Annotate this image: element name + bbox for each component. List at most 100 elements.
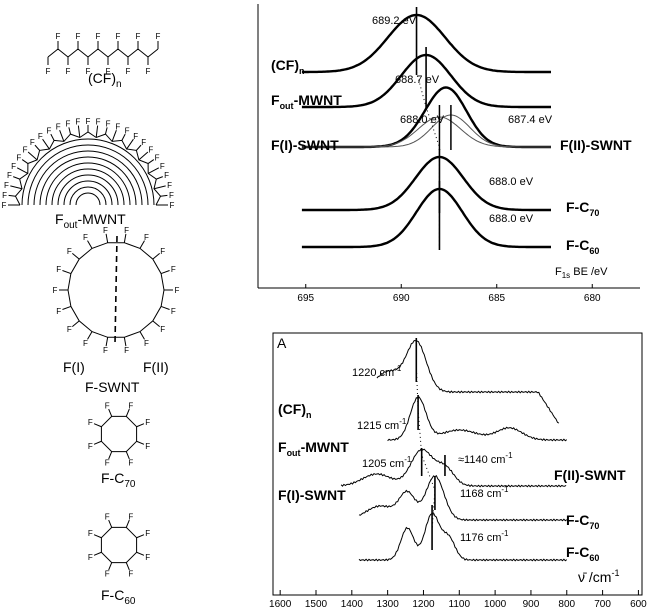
fluorine-atom-label: F (88, 442, 93, 451)
mwnt-cf-bond (34, 144, 40, 151)
ir-x-tick-label: 1500 (305, 599, 328, 610)
ir-x-tick-label: 1600 (269, 599, 292, 610)
ir-peak-label-1215: 1215 cm-1 (357, 417, 407, 432)
mwnt-label: Fout-MWNT (55, 211, 126, 231)
fluorine-atom-label: F (76, 32, 81, 41)
xps-series-label-cf: (CF)n (271, 57, 305, 76)
swnt-cf-bond (62, 270, 72, 275)
fluorine-atom-label: F (169, 191, 174, 200)
xps-curve-c60 (301, 187, 551, 249)
mwnt-wall-arc (51, 168, 125, 206)
fluorine-atom-label: F (11, 162, 16, 171)
ir-panel-label: A (277, 335, 287, 351)
mwnt-cf-bond (147, 159, 155, 164)
xps-component-fii (301, 114, 551, 148)
xps-x-tick-label: 680 (584, 293, 601, 304)
ir-x-tick-label: 1300 (377, 599, 400, 610)
mwnt-cf-bond (121, 133, 126, 141)
xps-peak-label-mwnt: 688.7 eV (395, 74, 440, 86)
swnt-cf-bond (87, 331, 93, 340)
fluorine-atom-label: F (116, 32, 121, 41)
ir-curve-cf (376, 339, 560, 424)
fluorine-atom-label: F (4, 181, 9, 190)
fluorine-atom-label: F (66, 67, 71, 76)
fluorine-atom-label: F (156, 32, 161, 41)
mwnt-cf-bond (160, 194, 168, 197)
xps-x-tick-label: 685 (488, 293, 505, 304)
swnt-fii-label: F(II) (143, 359, 169, 375)
xps-peak-label-fii-swnt: 687.4 eV (508, 114, 553, 126)
fluorine-atom-label: F (38, 132, 43, 141)
mwnt-wall-arc (27, 144, 149, 206)
ir-x-tick-label: 700 (594, 599, 611, 610)
fluorine-atom-label: F (46, 67, 51, 76)
xps-peak-label-c70: 688.0 eV (489, 176, 534, 188)
c70-cf-bond (125, 408, 130, 417)
fluorine-atom-label: F (56, 122, 61, 131)
c60-cf-bond (125, 519, 130, 528)
fluorine-atom-label: F (56, 32, 61, 41)
fluorine-atom-label: F (126, 67, 131, 76)
mwnt-cf-bond (138, 151, 149, 161)
mwnt-cf-bond (13, 176, 20, 180)
mwnt-cf-bond (10, 185, 23, 190)
mwnt-cf-bond (95, 125, 99, 138)
mwnt-cf-bond (8, 194, 16, 197)
fluorine-atom-label: F (148, 145, 153, 154)
mwnt-cf-bond (147, 167, 160, 174)
fluorine-atom-label: F (145, 418, 150, 427)
xps-x-axis-label: F1s BE /eV (555, 266, 608, 280)
fluorine-atom-label: F (155, 153, 160, 162)
fluorine-atom-label: F (145, 529, 150, 538)
c60-cf-bond (108, 562, 113, 571)
fluorine-atom-label: F (164, 171, 169, 180)
xps-peak-label-cf: 689.2 eV (372, 15, 417, 27)
fluorine-atom-label: F (47, 127, 52, 136)
swnt-cf-bond (105, 233, 109, 243)
swnt-cf-bond (87, 240, 93, 249)
fluorine-atom-label: F (128, 512, 133, 521)
fluorine-atom-label: F (133, 132, 138, 141)
mwnt-cf-bond (77, 125, 81, 138)
fluorine-atom-label: F (2, 191, 7, 200)
c70-cf-bond (93, 423, 102, 428)
ir-x-axis-label: ν̄ /cm-1 (578, 568, 619, 585)
ir-peak-label-1176: 1176 cm-1 (460, 529, 509, 544)
fluorine-atom-label: F (124, 226, 129, 235)
fluorine-atom-label: F (144, 339, 149, 348)
ir-x-tick-label: 1200 (412, 599, 435, 610)
fluorine-atom-label: F (88, 529, 93, 538)
mwnt-wall-arc (69, 186, 107, 206)
swnt-cf-bond (123, 233, 127, 243)
swnt-cf-bond (160, 305, 170, 310)
mwnt-cf-bond (42, 138, 50, 150)
fluorine-atom-label: F (160, 247, 165, 256)
fluorine-atom-label: F (141, 138, 146, 147)
ir-peak-label-1220: 1220 cm-1 (352, 364, 402, 379)
mwnt-wall-arc (45, 162, 131, 206)
mwnt-cf-bond (156, 176, 163, 180)
fluorine-atom-label: F (145, 553, 150, 562)
c70-cf-bond (136, 440, 145, 445)
swnt-cf-bond (123, 337, 127, 347)
fluorine-atom-label: F (88, 418, 93, 427)
fluorine-atom-label: F (103, 226, 108, 235)
xps-series-label-fi-swnt: F(I)-SWNT (271, 137, 339, 153)
fluorine-atom-label: F (171, 265, 176, 274)
fluorine-atom-label: F (170, 201, 175, 210)
ir-x-tick-label: 1100 (449, 599, 471, 610)
fluorine-atom-label: F (160, 325, 165, 334)
mwnt-cf-bond (126, 138, 134, 150)
fluorine-atom-label: F (144, 233, 149, 242)
xps-peak-guide (416, 71, 440, 247)
fluorine-atom-label: F (67, 247, 72, 256)
fluorine-atom-label: F (96, 32, 101, 41)
ir-frame (272, 332, 643, 596)
mwnt-cf-bond (68, 127, 72, 135)
fluorine-atom-label: F (67, 325, 72, 334)
